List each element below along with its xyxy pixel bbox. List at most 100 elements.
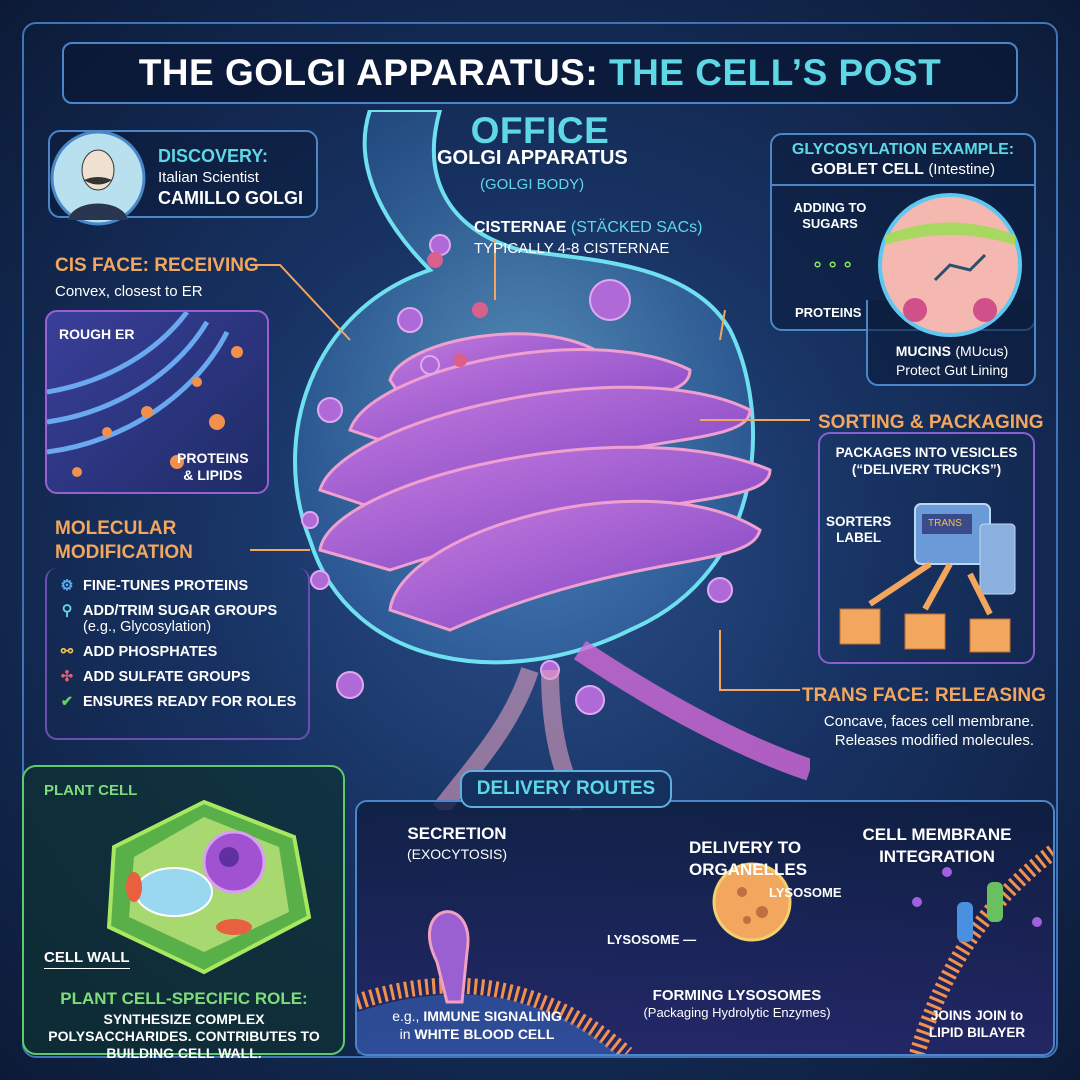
item-label: FINE-TUNES PROTEINS: [83, 578, 249, 594]
page-title: THE GOLGI APPARATUS: THE CELL’S POST OFF…: [62, 42, 1018, 151]
discovery-heading: DISCOVERY:: [158, 146, 269, 166]
trans-face-desc: Concave, faces cell membrane. Releases mo…: [802, 712, 1034, 750]
membrane-title-line: INTEGRATION: [879, 847, 995, 866]
modification-list: ⚙ FINE-TUNES PROTEINS ⚲ ADD/TRIM SUGAR GRO…: [47, 568, 308, 710]
organelles-title-line: ORGANELLES: [689, 860, 808, 879]
plant-role: PLANT CELL-SPECIFIC ROLE: SYNTHESIZE COM…: [34, 989, 334, 1062]
goblet-cell-sub: (Intestine): [928, 161, 996, 178]
sorting-machine-illustration: [839, 503, 1016, 653]
machine-label: TRANS: [928, 518, 962, 529]
modification-item: ✔ ENSURES READY FOR ROLES: [59, 694, 308, 710]
plant-cell-panel: PLANT CELL CELL WALL PLANT CELL-SPECIFIC…: [22, 765, 345, 1061]
modification-heading: MOLECULAR MODIFICATION: [55, 517, 193, 565]
sorting-desc: PACKAGES INTO VESICLES (“DELIVERY TRUCKS”…: [820, 444, 1033, 478]
gear-icon: ⚙: [60, 578, 74, 594]
mucins-title: MUCINS: [895, 343, 951, 359]
cell-wall-label: CELL WALL: [44, 949, 130, 969]
modification-item: ⚯ ADD PHOSPHATES: [59, 644, 308, 660]
forming-lysosomes: FORMING LYSOSOMES (Packaging Hydrolytic …: [637, 987, 837, 1021]
sugar-chain-icon: ⚲: [61, 603, 73, 619]
checkmark-icon: ✔: [60, 694, 74, 710]
lysosome-label: LYSOSOME —: [607, 932, 697, 947]
trans-face-heading: TRANS FACE: RELEASING: [802, 685, 1046, 706]
sorters-line: LABEL: [836, 530, 882, 545]
proteins-label: PROTEINS: [795, 305, 862, 320]
cisternae-count: TYPICALLY 4-8 CISTERNAE: [474, 240, 670, 257]
delivery-routes-panel: SECRETION (EXOCYTOSIS) e.g., IMMUNE SIGN…: [355, 800, 1055, 1056]
secretion-example: e.g., IMMUNE SIGNALING in WHITE BLOOD CE…: [377, 1007, 577, 1043]
plant-cell-illustration: [106, 799, 312, 975]
modification-item: ⚙ FINE-TUNES PROTEINS: [59, 578, 308, 594]
goblet-cell-label: GOBLET CELL: [810, 161, 924, 178]
rough-er-illustration: [47, 312, 243, 477]
cisternae-stack: [318, 332, 772, 632]
rough-er-panel: ROUGH ER PROTEINS & LIPIDS: [45, 310, 269, 494]
adding-line: ADDING TO: [793, 200, 867, 215]
delivery-routes-illustration: [357, 845, 1053, 1054]
scientist-name: CAMILLO GOLGI: [158, 188, 303, 208]
modification-heading-line: MODIFICATION: [55, 542, 193, 563]
sorting-desc-line: (“DELIVERY TRUCKS”): [851, 462, 1002, 477]
glyco-title: GLYCOSYLATION EXAMPLE:: [791, 141, 1015, 158]
sorting-panel: PACKAGES INTO VESICLES (“DELIVERY TRUCKS”…: [818, 432, 1035, 664]
organelles-title-line: DELIVERY TO: [689, 838, 802, 857]
proteins-lipids-label: PROTEINS & LIPIDS: [177, 450, 249, 484]
item-label: ENSURES READY FOR ROLES: [83, 694, 297, 710]
item-sublabel: (e.g., Glycosylation): [83, 619, 212, 635]
mucins-sub: (MUcus): [955, 343, 1009, 359]
sorting-heading: SORTING & PACKAGING: [818, 412, 1044, 433]
trans-face-line: Concave, faces cell membrane.: [823, 713, 1034, 730]
sorters-line: SORTERS: [826, 514, 892, 529]
golgi-title: GOLGI APPARATUS: [437, 147, 628, 169]
plant-role-desc: SYNTHESIZE COMPLEX POLYSACCHARIDES. CONT…: [48, 1011, 320, 1061]
glyco-divider: [770, 184, 1036, 186]
cargo-label-line: PROTEINS: [177, 450, 249, 466]
joins-line: LIPID BILAYER: [928, 1025, 1026, 1040]
discovery-text: DISCOVERY: Italian Scientist CAMILLO GOL…: [158, 146, 303, 209]
item-label: ADD SULFATE GROUPS: [83, 669, 251, 685]
mucins-label: MUCINS (MUcus) Protect Gut Lining: [870, 342, 1034, 379]
example-prefix: e.g.,: [392, 1008, 424, 1024]
secretion-title: SECRETION: [407, 824, 507, 843]
outer-frame: [22, 22, 1058, 1058]
adding-line: SUGARS: [802, 216, 858, 231]
organelles-title: DELIVERY TO ORGANELLES: [689, 837, 807, 881]
forming-title: FORMING LYSOSOMES: [652, 987, 822, 1004]
cis-face-desc: Convex, closest to ER: [55, 283, 203, 300]
phosphate-icon: ⚯: [60, 644, 74, 660]
sugar-molecule-icon: ⚬⚬⚬: [810, 255, 856, 275]
secretion-sub: (EXOCYTOSIS): [406, 846, 508, 862]
modification-heading-line: MOLECULAR: [55, 518, 177, 539]
joins-line: JOINS JOIN to: [930, 1008, 1024, 1023]
plant-cell-label: PLANT CELL: [44, 782, 138, 799]
goblet-cell-illustration: [878, 193, 1022, 337]
item-label: ADD/TRIM SUGAR GROUPS: [83, 603, 278, 619]
modification-item: ⚲ ADD/TRIM SUGAR GROUPS(e.g., Glycosylati…: [59, 603, 308, 635]
lysosome-label: LYSOSOME: [769, 885, 842, 900]
membrane-joins: JOINS JOIN to LIPID BILAYER: [917, 1007, 1037, 1041]
sorting-desc-line: PACKAGES INTO VESICLES: [835, 445, 1018, 460]
camillo-golgi-portrait: [50, 130, 146, 226]
title-part-2: THE CELL’S POST OFFICE: [470, 52, 942, 151]
delivery-routes-title: DELIVERY ROUTES: [460, 770, 672, 808]
membrane-title: CELL MEMBRANE INTEGRATION: [837, 824, 1037, 868]
forming-sub: (Packaging Hydrolytic Enzymes): [643, 1005, 831, 1020]
cis-face-heading: CIS FACE: RECEIVING: [55, 255, 259, 276]
sulfate-molecule-icon: ✣: [60, 669, 74, 685]
example-bold: IMMUNE SIGNALING: [423, 1008, 562, 1024]
trans-face-line: Releases modified molecules.: [834, 732, 1034, 749]
golgi-subtitle: (GOLGI BODY): [480, 176, 585, 193]
membrane-title-line: CELL MEMBRANE: [862, 825, 1012, 844]
rough-er-label: ROUGH ER: [59, 326, 135, 342]
cisternae-sub: (STÄCKED SACs): [570, 219, 703, 236]
discovery-line: Italian Scientist: [158, 169, 259, 186]
plant-role-heading: PLANT CELL-SPECIFIC ROLE:: [60, 989, 308, 1008]
item-label: ADD PHOSPHATES: [83, 644, 218, 660]
cargo-label-line: & LIPIDS: [183, 467, 243, 483]
modification-panel: ⚙ FINE-TUNES PROTEINS ⚲ ADD/TRIM SUGAR GRO…: [45, 568, 310, 740]
example-prefix: in: [399, 1026, 415, 1042]
modification-item: ✣ ADD SULFATE GROUPS: [59, 669, 308, 685]
glycosylation-heading: GLYCOSYLATION EXAMPLE: GOBLET CELL (Inte…: [772, 140, 1034, 180]
